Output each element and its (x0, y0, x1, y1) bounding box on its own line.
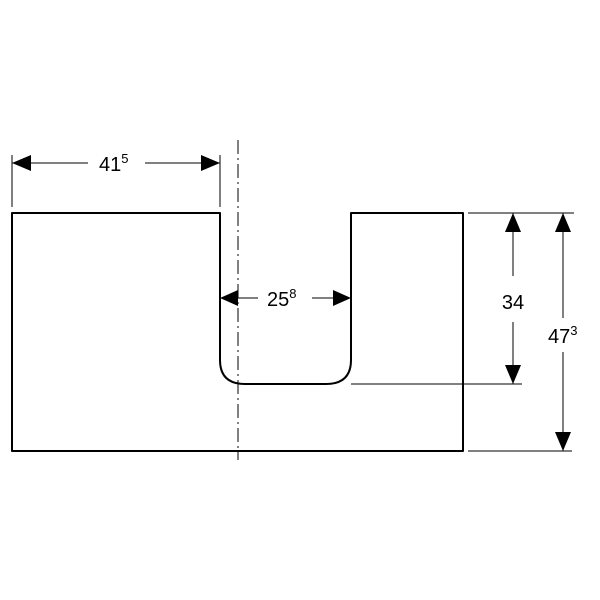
dimension-label-slot-width: 258 (267, 286, 296, 311)
body-outline (11, 212, 464, 452)
dimension-slot-width: 258 (220, 286, 351, 311)
arrowhead-down (505, 365, 521, 384)
dimension-total-height: 473 (468, 213, 577, 452)
arrowhead-up (505, 213, 521, 232)
arrowhead-down (555, 432, 571, 451)
dimension-value: 47 (548, 326, 570, 348)
dimension-label-left-width: 415 (99, 151, 128, 176)
dimension-value: 41 (99, 154, 121, 176)
dimension-value: 34 (502, 292, 524, 314)
dimension-value: 25 (267, 289, 289, 311)
dimension-left-width: 415 (11, 151, 221, 207)
dimension-superscript: 3 (570, 323, 577, 338)
dimension-label-slot-depth: 34 (502, 292, 524, 314)
arrowhead-up (555, 213, 571, 232)
dimension-superscript: 5 (121, 151, 128, 166)
arrowhead-left (12, 155, 31, 171)
arrowhead-left (220, 290, 238, 306)
arrowhead-right (201, 155, 220, 171)
dimension-slot-depth: 34 (351, 212, 574, 385)
dimension-superscript: 8 (289, 286, 296, 301)
dimension-label-total-height: 473 (548, 323, 577, 348)
arrowhead-right (333, 290, 351, 306)
